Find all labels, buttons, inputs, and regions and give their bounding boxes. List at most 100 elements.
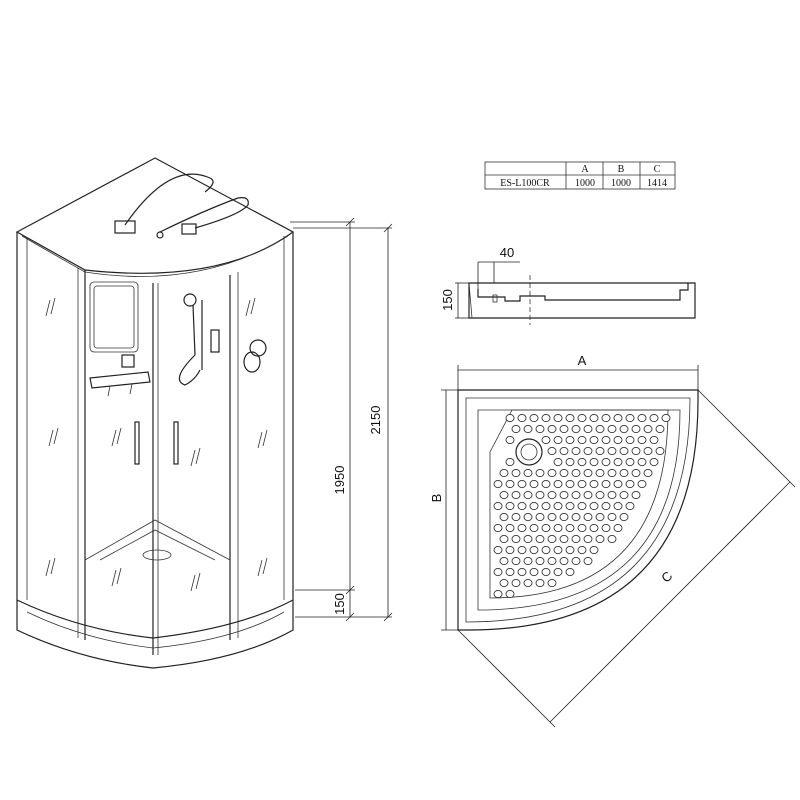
dim-b: B (429, 494, 444, 503)
anti-slip-dot (565, 435, 575, 445)
anti-slip-dot (529, 413, 539, 423)
anti-slip-dot (571, 490, 581, 500)
anti-slip-dot (595, 424, 605, 434)
anti-slip-dot (625, 479, 635, 489)
spec-value-a: 1000 (575, 178, 595, 189)
anti-slip-dot (541, 479, 551, 489)
anti-slip-dot (589, 435, 599, 445)
drain-icon (142, 549, 172, 561)
anti-slip-dot (589, 457, 599, 467)
anti-slip-dot (547, 424, 557, 434)
anti-slip-dot (523, 512, 533, 522)
anti-slip-dot (553, 457, 563, 467)
anti-slip-dot (601, 523, 611, 533)
anti-slip-dot (535, 424, 545, 434)
anti-slip-dot (643, 446, 653, 456)
cabin-dimensions: 2150 1950 150 (290, 217, 393, 622)
anti-slip-dot (505, 589, 515, 599)
anti-slip-dot (535, 578, 545, 588)
anti-slip-dot (505, 501, 515, 511)
anti-slip-dot (511, 578, 521, 588)
roof-light-icon (114, 220, 136, 234)
anti-slip-dot (595, 534, 605, 544)
mirror-panel (89, 281, 139, 353)
anti-slip-dot (559, 512, 569, 522)
dim-rim: 40 (500, 245, 514, 260)
anti-slip-dot (559, 446, 569, 456)
anti-slip-dot (571, 556, 581, 566)
anti-slip-dot (595, 490, 605, 500)
anti-slip-dot (631, 490, 641, 500)
anti-slip-dot (499, 556, 509, 566)
anti-slip-dot (613, 479, 623, 489)
roof-fan-icon (181, 223, 197, 235)
anti-slip-dot (505, 435, 515, 445)
anti-slip-dot (529, 479, 539, 489)
anti-slip-dot (655, 446, 665, 456)
anti-slip-dot (511, 534, 521, 544)
spec-header-a: A (581, 164, 589, 175)
anti-slip-dot (637, 413, 647, 423)
anti-slip-dot (601, 435, 611, 445)
anti-slip-dot (559, 490, 569, 500)
anti-slip-dot (541, 413, 551, 423)
anti-slip-dot (577, 435, 587, 445)
anti-slip-dot (499, 490, 509, 500)
anti-slip-dot (577, 479, 587, 489)
anti-slip-dot (643, 468, 653, 478)
anti-slip-dot (601, 413, 611, 423)
anti-slip-dot (523, 534, 533, 544)
anti-slip-dot (577, 413, 587, 423)
spec-header-c: C (654, 164, 661, 175)
anti-slip-dot (613, 501, 623, 511)
anti-slip-dot (523, 424, 533, 434)
anti-slip-dot (547, 512, 557, 522)
anti-slip-dot (601, 479, 611, 489)
anti-slip-dot (505, 413, 515, 423)
anti-slip-dot (523, 578, 533, 588)
anti-slip-dot (505, 457, 515, 467)
anti-slip-dot (595, 468, 605, 478)
spec-value-c: 1414 (647, 178, 667, 189)
anti-slip-dot (541, 501, 551, 511)
anti-slip-dot (511, 468, 521, 478)
dim-tray-height: 150 (332, 593, 347, 615)
control-panel-icon (210, 329, 220, 353)
anti-slip-dot (565, 523, 575, 533)
anti-slip-dot (547, 490, 557, 500)
anti-slip-dot (619, 468, 629, 478)
anti-slip-dot (559, 468, 569, 478)
anti-slip-dot (493, 545, 503, 555)
anti-slip-dot (511, 512, 521, 522)
anti-slip-dot (589, 545, 599, 555)
anti-slip-dot (499, 468, 509, 478)
anti-slip-dot (625, 457, 635, 467)
anti-slip-dot (523, 556, 533, 566)
anti-slip-dot (565, 413, 575, 423)
anti-slip-dot (547, 446, 557, 456)
anti-slip-dot (535, 490, 545, 500)
anti-slip-dot (625, 501, 635, 511)
anti-slip-dot (505, 523, 515, 533)
anti-slip-dot (571, 534, 581, 544)
anti-slip-dot (637, 479, 647, 489)
anti-slip-dot (589, 479, 599, 489)
anti-slip-dot (541, 545, 551, 555)
anti-slip-dot (559, 424, 569, 434)
anti-slip-dot (553, 501, 563, 511)
spec-table: A B C ES-L100CR 1000 1000 1414 (484, 161, 676, 190)
anti-slip-dot (637, 457, 647, 467)
anti-slip-dot (535, 534, 545, 544)
anti-slip-dot (577, 523, 587, 533)
anti-slip-dot (589, 523, 599, 533)
dim-cabin-height: 1950 (332, 466, 347, 495)
anti-slip-dot (601, 501, 611, 511)
anti-slip-dot (595, 446, 605, 456)
anti-slip-dot (517, 545, 527, 555)
anti-slip-dot (565, 501, 575, 511)
anti-slip-dot (547, 556, 557, 566)
anti-slip-dot (493, 567, 503, 577)
anti-slip-dot (577, 457, 587, 467)
anti-slip-dot (619, 512, 629, 522)
spec-value-b: 1000 (611, 178, 631, 189)
